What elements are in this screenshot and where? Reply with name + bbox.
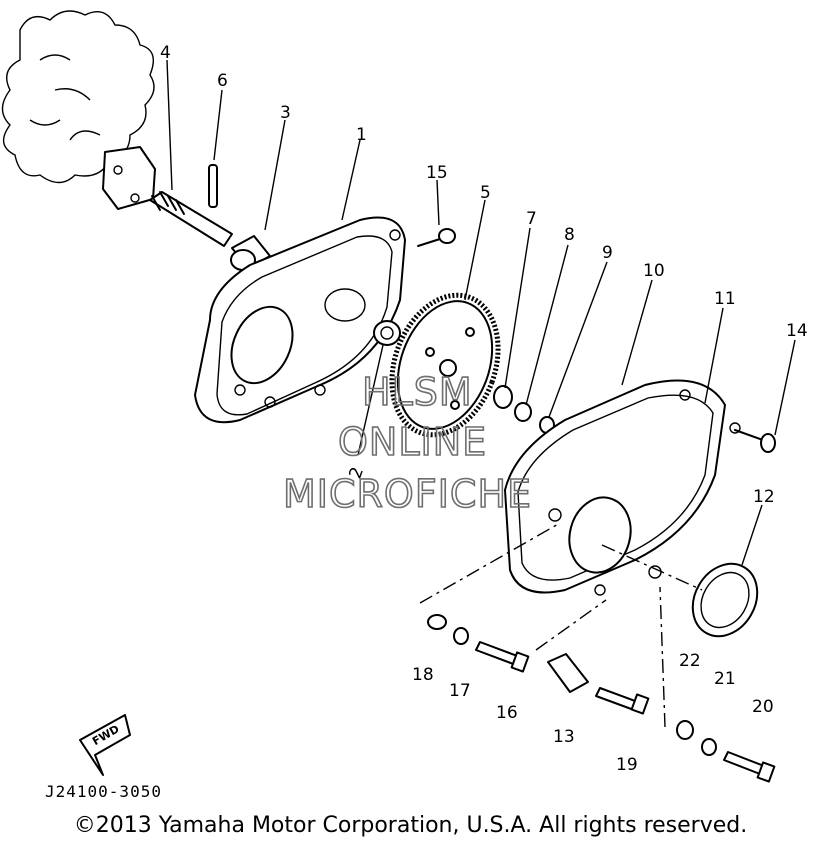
worm-shaft xyxy=(149,191,233,247)
part-label-22: 22 xyxy=(679,651,701,671)
watermark-line1: HLSM xyxy=(362,370,473,414)
part-label-8: 8 xyxy=(564,225,575,245)
screw-cover xyxy=(734,429,776,453)
part-label-9: 9 xyxy=(602,243,613,263)
part-label-12: 12 xyxy=(753,487,775,507)
gear-case xyxy=(194,216,406,424)
part-label-13: 13 xyxy=(553,727,575,747)
leader-lines xyxy=(166,59,796,566)
gear-cover xyxy=(504,379,741,596)
part-label-7: 7 xyxy=(526,209,537,229)
oil-seal-small xyxy=(373,320,401,346)
part-label-5: 5 xyxy=(480,183,491,203)
watermark-line3: MICROFICHE xyxy=(283,472,532,516)
part-label-17: 17 xyxy=(449,681,471,701)
part-label-21: 21 xyxy=(714,669,736,689)
center-lines xyxy=(419,522,703,728)
part-label-11: 11 xyxy=(714,289,736,309)
part-label-19: 19 xyxy=(616,755,638,775)
part-label-20: 20 xyxy=(752,697,774,717)
washers-upper xyxy=(493,385,555,434)
fwd-arrow: FWD xyxy=(79,714,131,776)
part-label-4: 4 xyxy=(160,43,171,63)
watermark-line2: ONLINE xyxy=(338,420,487,464)
part-label-14: 14 xyxy=(786,321,808,341)
part-label-16: 16 xyxy=(496,703,518,723)
part-label-1: 1 xyxy=(356,125,367,145)
drawing-code: J24100-3050 xyxy=(45,782,162,801)
lower-hardware xyxy=(427,614,776,783)
part-number-labels: 1 2 3 4 5 6 7 8 9 10 11 12 13 14 15 16 1… xyxy=(160,43,808,775)
part-label-15: 15 xyxy=(426,163,448,183)
engine-outline xyxy=(1,10,156,210)
part-label-3: 3 xyxy=(280,103,291,123)
part-label-18: 18 xyxy=(412,665,434,685)
oil-seal-large xyxy=(691,562,759,638)
watermark: HLSM ONLINE MICROFICHE xyxy=(282,369,532,517)
part-label-10: 10 xyxy=(643,261,665,281)
part-label-6: 6 xyxy=(217,71,228,91)
pin xyxy=(208,164,218,208)
copyright-notice: ©2013 Yamaha Motor Corporation, U.S.A. A… xyxy=(73,813,748,838)
screw xyxy=(417,228,456,247)
drive-gear xyxy=(389,292,501,438)
